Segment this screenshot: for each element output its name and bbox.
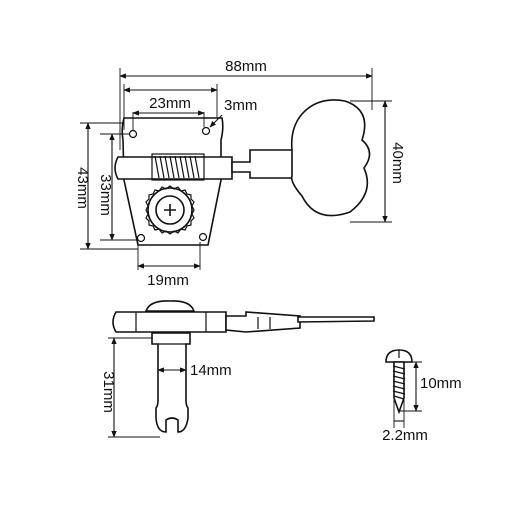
screw-threads: [392, 365, 406, 400]
label-screw-length: 10mm: [420, 375, 462, 392]
side-key-shaft: [225, 311, 301, 333]
screw-hole-top-right: [201, 126, 211, 136]
tuning-key: [290, 99, 371, 217]
label-overall-length: 88mm: [225, 58, 267, 75]
label-hole-spacing-vertical: 33mm: [97, 174, 114, 216]
mounting-screw-drawing: [385, 349, 413, 415]
label-hole-spacing-bottom: 19mm: [147, 272, 189, 289]
worm-thread: [151, 153, 205, 181]
dim-screw-diameter: 2.2mm: [382, 398, 428, 444]
dim-key-height: 40mm: [350, 100, 406, 223]
label-key-height: 40mm: [389, 142, 406, 184]
dim-post-diameter: 14mm: [157, 362, 232, 379]
label-hole-diameter: 3mm: [224, 97, 257, 114]
dim-hole-spacing-bottom: 19mm: [137, 242, 201, 289]
side-housing: [112, 311, 227, 333]
worm-housing: [114, 156, 233, 180]
screw-hole-bottom-left: [136, 233, 146, 243]
side-view-drawing: [112, 300, 375, 433]
gear: [145, 185, 195, 235]
string-post: [151, 332, 191, 433]
label-screw-diameter: 2.2mm: [382, 427, 428, 444]
dim-hole-spacing-vertical: 33mm: [97, 133, 138, 241]
label-post-diameter: 14mm: [190, 362, 232, 379]
dim-overall-length: 88mm: [119, 58, 373, 150]
dim-hole-diameter: 3mm: [209, 97, 257, 128]
side-gear-cap: [144, 300, 196, 312]
key-shaft: [231, 149, 301, 179]
dim-post-height: 31mm: [100, 337, 160, 438]
side-key-blade: [297, 316, 375, 323]
label-plate-height: 43mm: [74, 167, 91, 209]
screw-hole-bottom-right: [198, 232, 208, 242]
label-hole-spacing-top: 23mm: [149, 95, 191, 112]
dim-hole-spacing-top: 23mm: [123, 84, 218, 130]
dim-plate-height: 43mm: [74, 122, 138, 250]
dim-screw-length: 10mm: [400, 361, 462, 412]
top-view-drawing: [114, 99, 371, 246]
label-post-height: 31mm: [100, 371, 117, 413]
